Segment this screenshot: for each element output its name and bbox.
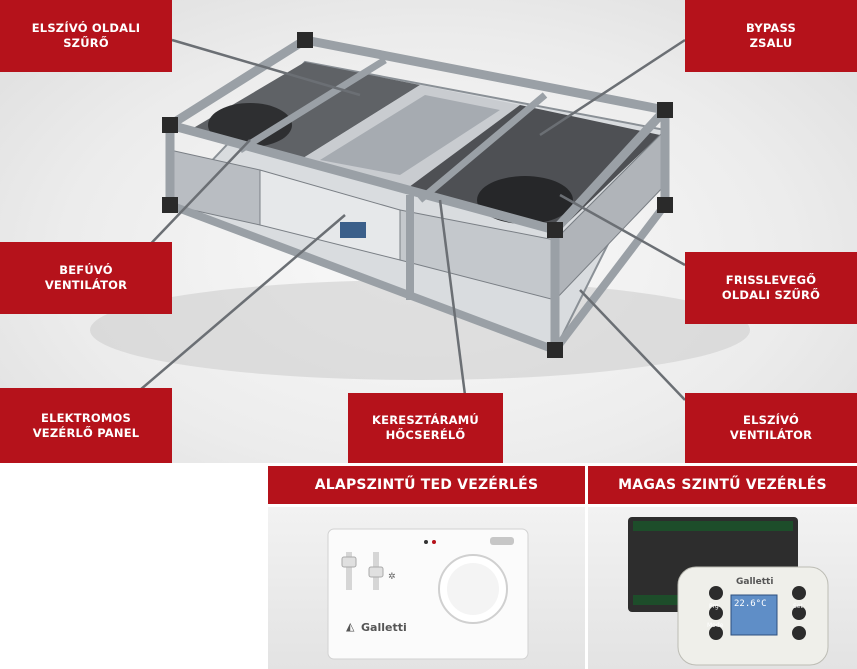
leader-supply-fan [139,139,251,256]
callout-line: HŐCSERÉLŐ [385,428,466,442]
bottom-rail-right [551,202,669,353]
leader-lines [139,38,686,401]
top-rail-2 [417,92,548,203]
callout-line: FRISSLEVEGŐ [725,273,817,287]
callout-fresh-air-filter: FRISSLEVEGŐ OLDALI SZŰRŐ [685,252,857,324]
unit-photo-area [0,0,857,463]
lcd-display [730,594,778,636]
corner-cap [657,197,673,213]
terminal-button [709,586,723,600]
terminal-button [709,626,723,640]
leader-bypass [539,38,686,137]
mode-switch [490,537,514,545]
corner-cap [162,197,178,213]
corner-cap [162,117,178,133]
leader-heat-exchanger [438,199,467,396]
callout-line: ZSALU [749,36,793,50]
bottom-rail-front [168,201,557,354]
advanced-control-title-text: MAGAS SZINTŰ VEZÉRLÉS [618,477,827,493]
top-rail-1 [238,57,387,153]
led-indicator [424,540,428,544]
terminal-button [792,586,806,600]
brand-label-basic: Galletti [361,621,407,634]
led-indicator [432,540,436,544]
callout-exhaust-fan: ELSZÍVÓ VENTILÁTOR [685,393,857,463]
lcd-temperature: 22.6°C [734,599,767,609]
supply-fan-section [405,105,660,230]
advanced-controller-photo: Galletti 22.6°C Prg Mode Set [588,507,857,669]
leader-fresh-filter [559,193,686,267]
callout-supply-fan: BEFÚVÓ VENTILÁTOR [0,242,172,314]
ted-controller-drawing: ✲ ◭ [327,528,529,660]
set-button-label: Set [793,603,803,610]
basic-controller-photo: ✲ ◭ Galletti [268,507,585,669]
callout-line: BEFÚVÓ [59,263,113,277]
corner-cap [657,102,673,118]
slider-knob [341,556,357,568]
callout-line: ELSZÍVÓ OLDALI [31,21,141,35]
corner-cap [547,342,563,358]
corner-cap [297,32,313,48]
slider-knob [368,566,384,578]
callout-line: ELEKTROMOS [41,410,131,425]
callout-control-panel: ELEKTROMOS VEZÉRLŐ PANEL [0,388,172,463]
basic-control-title: ALAPSZINTŰ TED VEZÉRLÉS [268,466,585,504]
terminal-button [792,626,806,640]
heat-exchanger-core [320,95,500,175]
mode-button-label: Mode [707,622,724,629]
callout-line: VEZÉRLŐ PANEL [32,425,140,440]
callout-line: SZŰRŐ [63,36,109,50]
callout-line: VENTILÁTOR [729,428,813,442]
leader-exhaust-fan [579,289,686,401]
callout-line: ELSZÍVÓ [743,413,799,427]
leader-control-panel [139,214,346,391]
control-panel-display [340,222,366,238]
slider-track [346,552,352,590]
terminal-strip [633,521,793,531]
callout-line: VENTILÁTOR [44,278,128,292]
ventilation-unit-drawing [90,32,750,401]
basic-control-title-text: ALAPSZINTŰ TED VEZÉRLÉS [314,477,539,493]
advanced-control-title: MAGAS SZINTŰ VEZÉRLÉS [588,466,857,504]
dial-center [447,563,499,615]
callout-line: OLDALI SZŰRŐ [721,288,821,302]
exhaust-fan-icon [208,103,292,147]
leader-exhaust-filter [171,38,361,97]
brand-label-advanced: Galletti [736,577,774,587]
callout-line: BYPASS [746,21,796,35]
terminal-button [792,606,806,620]
terminal-button [709,606,723,620]
fan-icon: ✲ [388,572,396,582]
prg-button-label: Prg [709,603,719,610]
callout-line: KERESZTÁRAMÚ [372,413,479,427]
advanced-controller-drawing [628,517,829,666]
callout-heat-exchanger: KERESZTÁRAMÚ HŐCSERÉLŐ [348,393,503,463]
brand-logo: ◭ [346,620,355,633]
corner-cap [547,222,563,238]
callout-bypass-damper: BYPASS ZSALU [685,0,857,72]
callout-exhaust-filter: ELSZÍVÓ OLDALI SZŰRŐ [0,0,172,72]
